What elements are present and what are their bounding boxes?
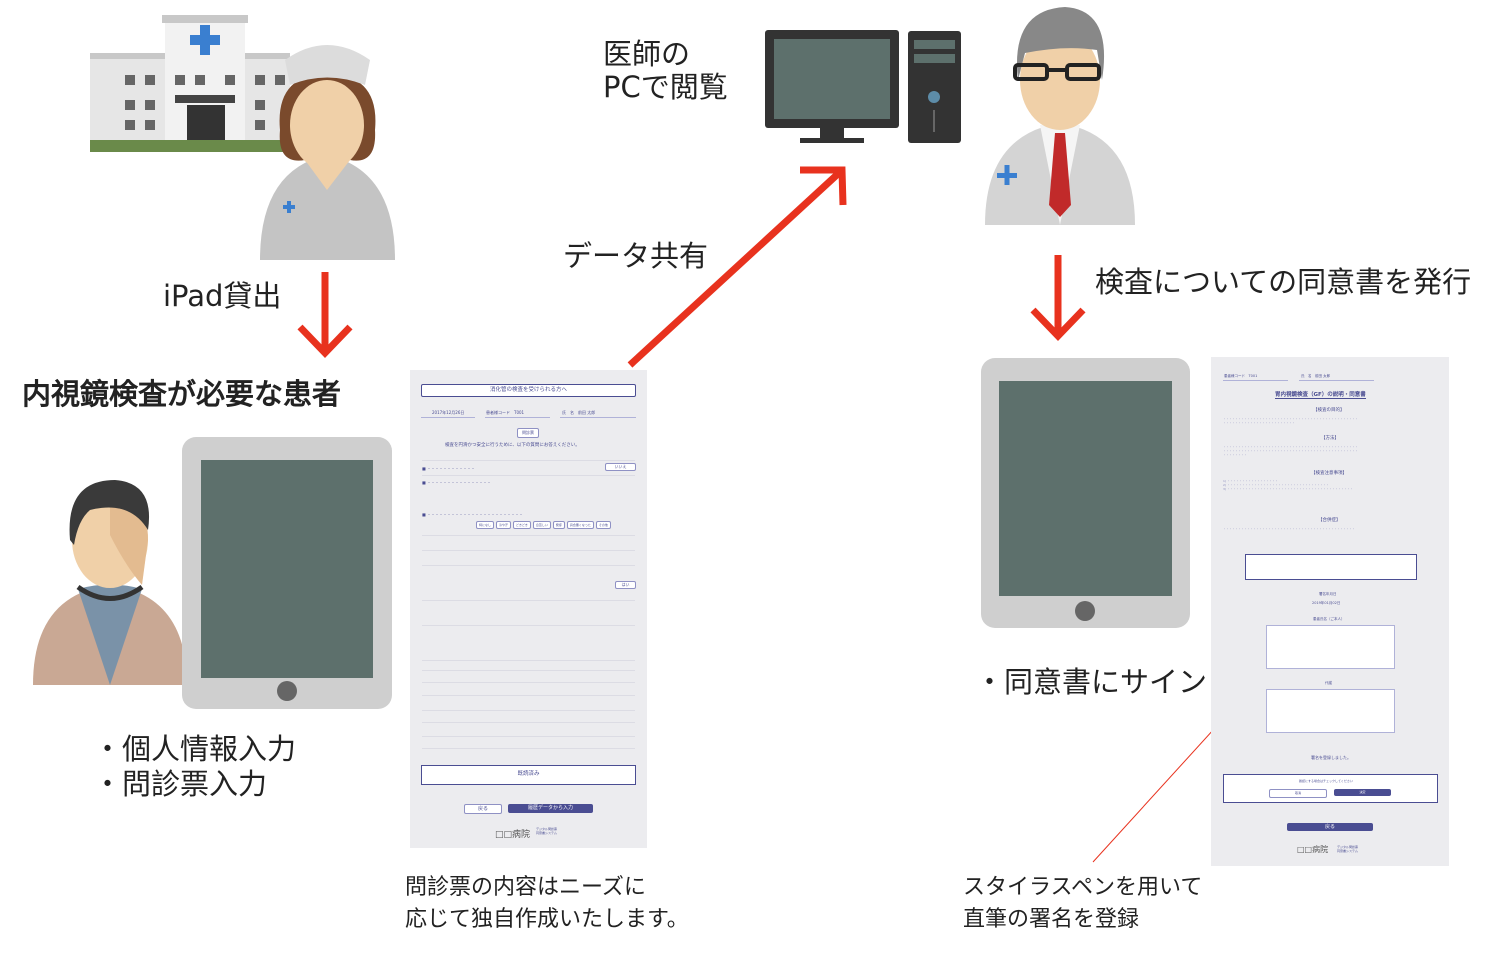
consent-code: 患者様コード T001 xyxy=(1224,374,1258,378)
doc-read-done-label: 既読済み xyxy=(517,771,540,777)
home-button xyxy=(277,681,297,701)
option: どきどき xyxy=(513,521,531,529)
tablet-screen xyxy=(999,381,1172,596)
consent-title: 胃内視鏡検査（GF）の説明・同意書 xyxy=(1275,392,1366,399)
tablet-screen xyxy=(201,460,373,678)
caption-right: スタイラスペンを用いて 直筆の署名を登録 xyxy=(963,875,1203,932)
doc-back-button: 戻る xyxy=(464,804,502,814)
caption-left: 問診票の内容はニーズに 応じて独自作成いたします。 xyxy=(405,875,689,932)
cancel-button: 取消 xyxy=(1269,789,1327,798)
consent-section: 【検査注意事項】 xyxy=(1311,471,1347,476)
doctor-icon xyxy=(985,7,1135,225)
label-consent-issue: 検査についての同意書を発行 xyxy=(1095,265,1472,299)
pc-icon xyxy=(765,30,961,143)
option: 冷や汗 xyxy=(496,521,512,529)
hospital-icon xyxy=(90,15,290,152)
consent-section: 【方法】 xyxy=(1321,436,1339,441)
confirm-text: 確認にする場合はチェックしてください xyxy=(1299,779,1353,783)
confirm-box xyxy=(1223,774,1438,803)
down-arrow-consent xyxy=(1030,255,1086,342)
option: その他 xyxy=(595,521,611,529)
home-button xyxy=(1075,601,1095,621)
label-data-share: データ共有 xyxy=(563,239,709,273)
label-sign: ・同意書にサイン xyxy=(975,665,1208,699)
doc-history-button: 履歴データから入力 xyxy=(508,804,593,813)
doc-badge: 問診票 xyxy=(517,428,539,438)
share-arrow xyxy=(627,166,847,368)
doctor-tablet xyxy=(981,358,1190,628)
doc-name: 氏 名 前田 太郎 xyxy=(562,410,596,415)
proxy-signature-field[interactable] xyxy=(1266,689,1395,733)
consent-section: 【合併症】 xyxy=(1318,518,1341,523)
label-input-questionnaire: ・問診票入力 xyxy=(93,767,268,801)
label-doctor-pc: 医師の PCで閲覧 xyxy=(603,37,728,105)
patient-icon xyxy=(33,480,187,685)
patient-sign-label: 患者氏名（ご本人） xyxy=(1313,617,1345,621)
option: 息苦しい xyxy=(532,521,551,529)
doc-read-done: 既読済み xyxy=(421,765,636,785)
doc-title: 消化管の検査を受けられる方へ xyxy=(489,387,567,393)
doc-system-name: デジタル問診票 同意書システム xyxy=(536,827,557,835)
consent-hospital-logo: □□病院 xyxy=(1297,845,1329,854)
ok-button: 決定 xyxy=(1334,789,1391,796)
doc-intro: 検査を円滑かつ安全に行うために、以下の質問にお答えください。 xyxy=(445,443,580,448)
sign-date: 2019年01月02日 xyxy=(1312,601,1341,605)
label-patient: 内視鏡検査が必要な患者 xyxy=(22,377,342,411)
doc-option-row: 特になし 冷や汗 どきどき 息苦しい 発疹 具合悪くなった その他 xyxy=(476,521,611,529)
patient-signature-field[interactable] xyxy=(1266,625,1395,669)
down-arrow-ipad xyxy=(297,272,353,359)
consent-section: 【検査の目的】 xyxy=(1313,408,1345,413)
option: 発疹 xyxy=(552,521,565,529)
option: 具合悪くなった xyxy=(566,521,594,529)
doc-hospital-logo: □□病院 xyxy=(495,830,531,840)
option: 特になし xyxy=(476,521,495,529)
doc-date: 2017年12月26日 xyxy=(432,410,465,415)
consent-back-button: 戻る xyxy=(1287,823,1373,831)
doc-answer: いいえ xyxy=(605,463,636,471)
registered-message: 署名を登録しました。 xyxy=(1311,755,1351,760)
consent-agreement-box xyxy=(1245,554,1417,580)
proxy-sign-label: 代諾 xyxy=(1325,681,1332,685)
consent-document: 患者様コード T001 氏 名 前田 太郎 胃内視鏡検査（GF）の説明・同意書 … xyxy=(1211,357,1449,866)
doc-answer: はい xyxy=(615,581,636,589)
sign-date-label: 署名年月日 xyxy=(1319,592,1337,596)
nurse-icon xyxy=(260,45,395,260)
questionnaire-document: 消化管の検査を受けられる方へ 2017年12月26日 患者様コード T001 氏… xyxy=(410,370,647,848)
doc-patient-code: 患者様コード T001 xyxy=(486,410,525,415)
label-input-personal: ・個人情報入力 xyxy=(93,732,297,766)
patient-tablet xyxy=(182,437,392,709)
consent-name: 氏 名 前田 太郎 xyxy=(1301,374,1331,378)
consent-system-name: デジタル問診票 同意書システム xyxy=(1337,845,1358,853)
doc-title-box: 消化管の検査を受けられる方へ xyxy=(421,384,636,397)
label-ipad-loan: iPad貸出 xyxy=(163,279,282,313)
